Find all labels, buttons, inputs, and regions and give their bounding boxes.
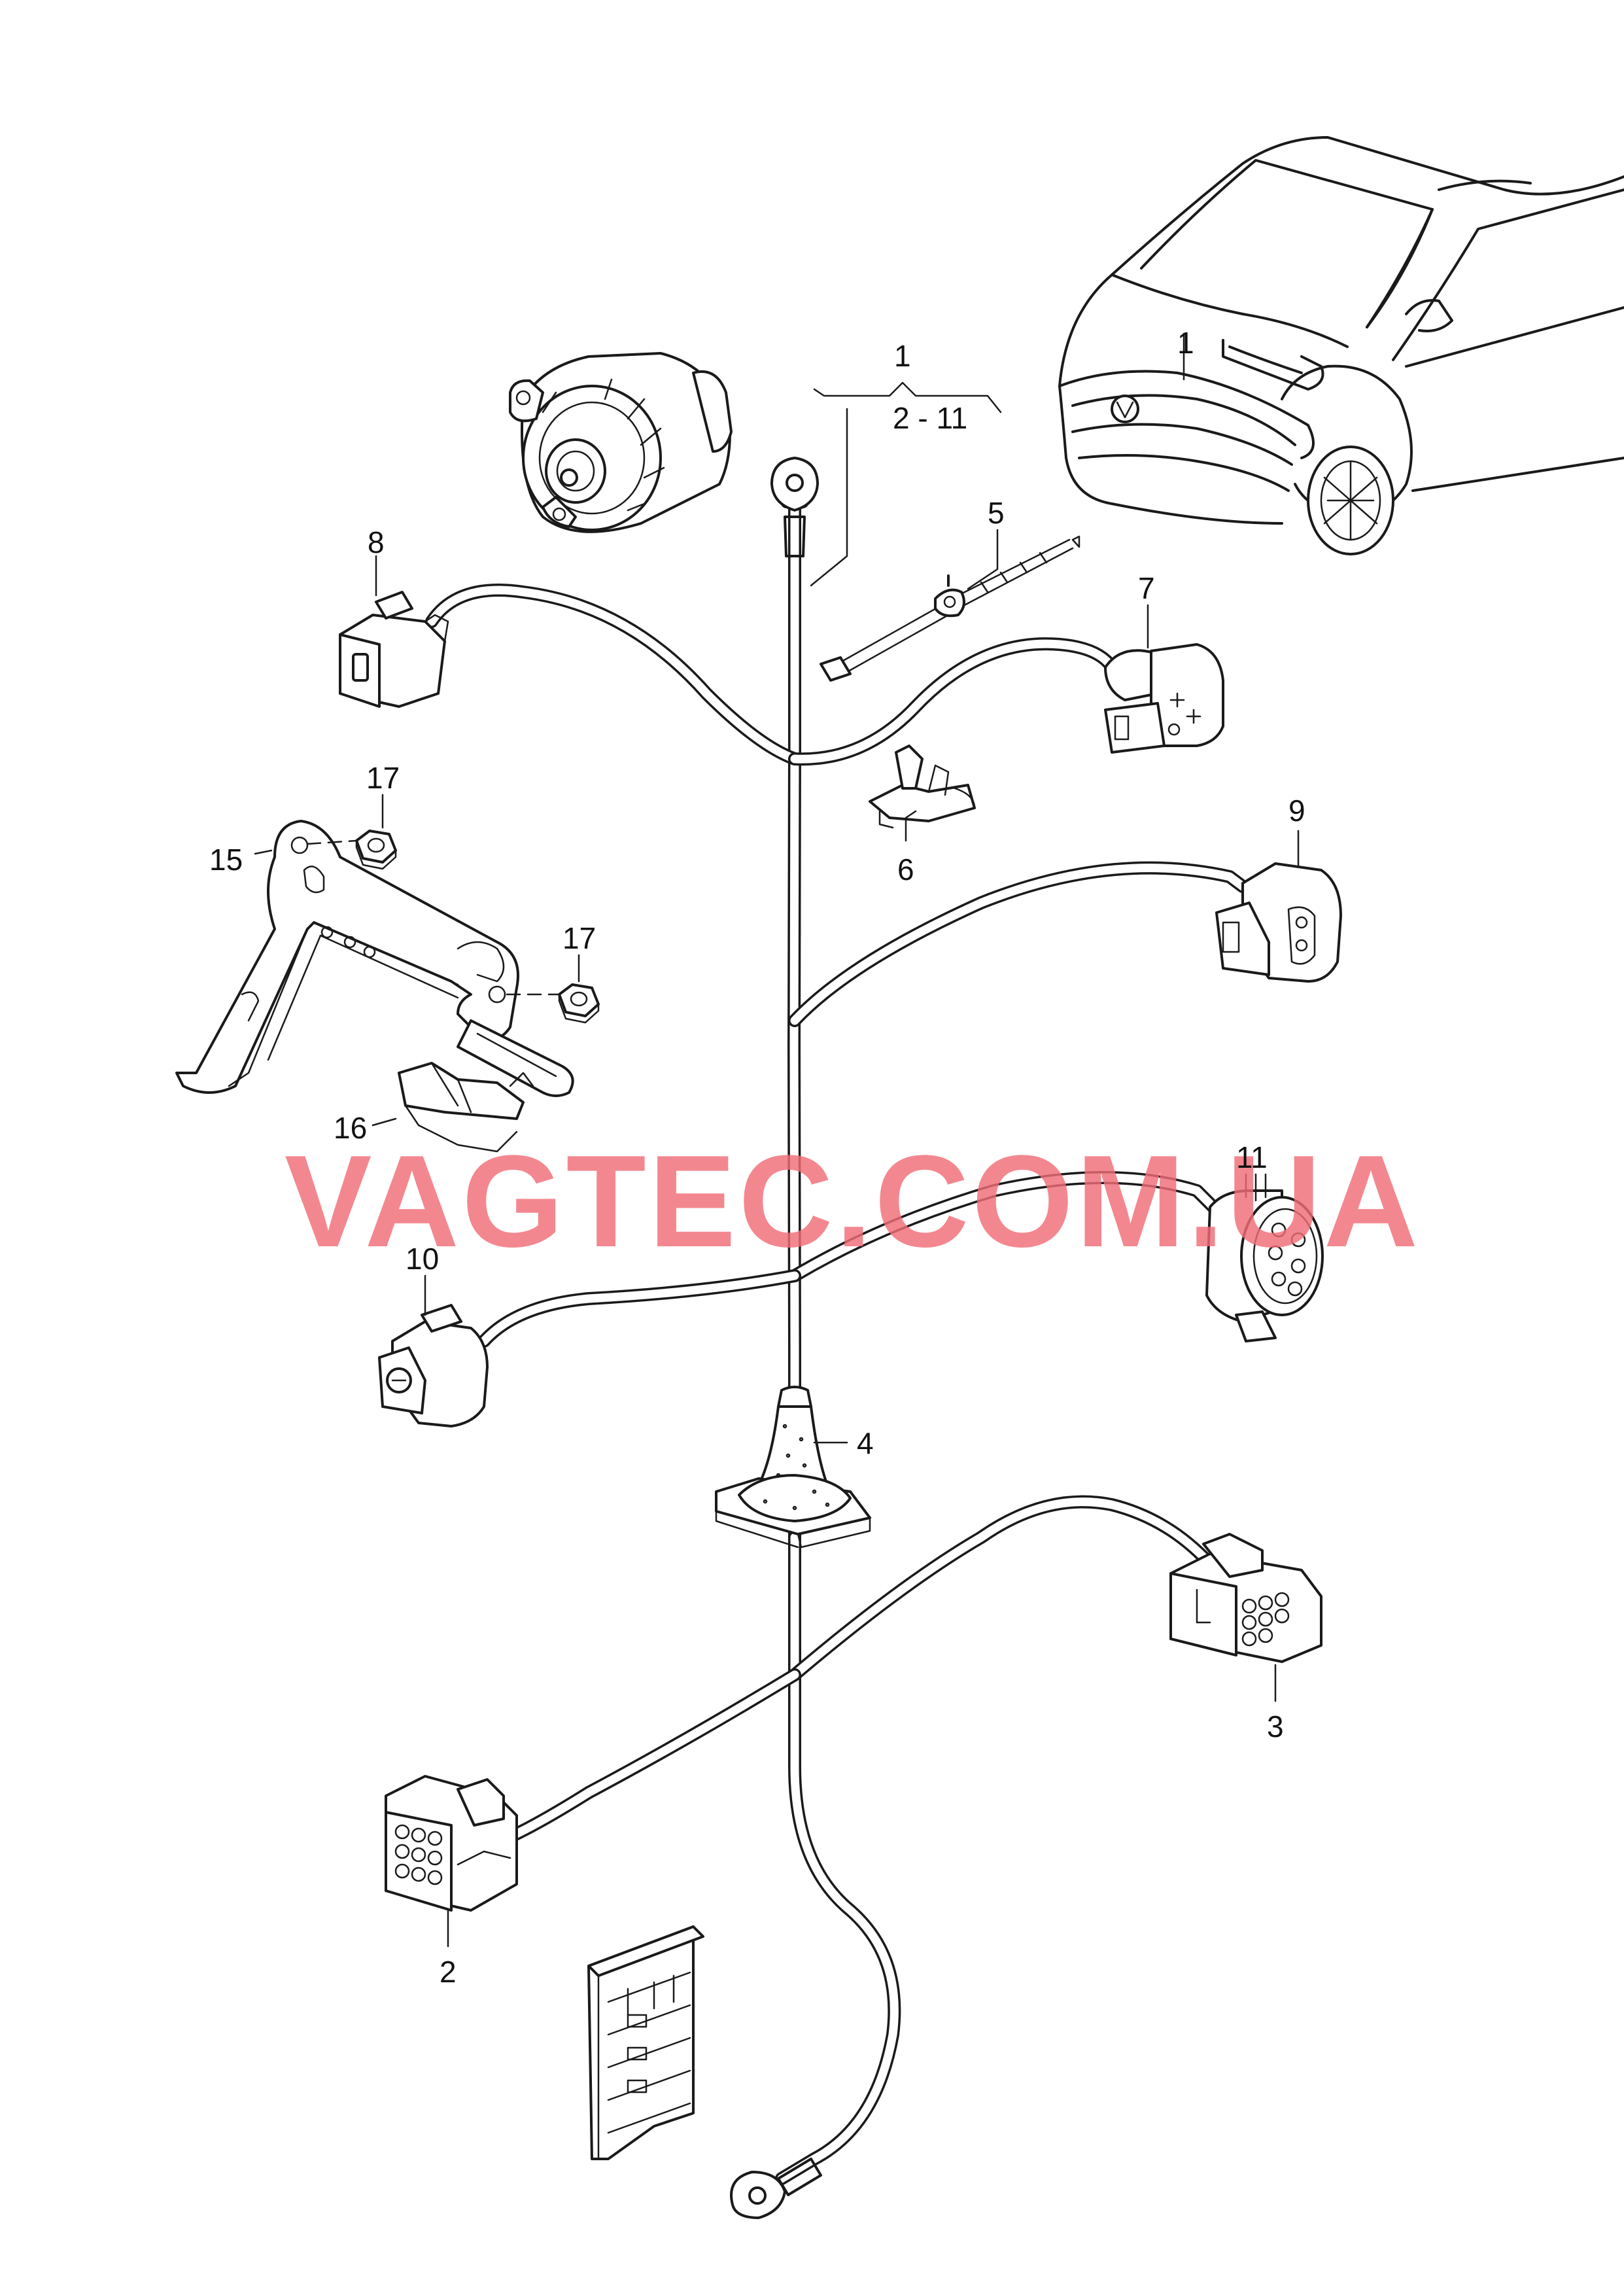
- connector-7: [1104, 643, 1224, 754]
- wiring-harness-cables: [425, 491, 1249, 2185]
- callout-1-top: 1: [894, 339, 911, 373]
- cable-tie-5: [820, 535, 1080, 682]
- clip-16: [398, 1062, 534, 1153]
- callout-7: 7: [1138, 571, 1155, 605]
- connector-2: [385, 1775, 518, 1912]
- callout-1-car: 1: [1177, 326, 1194, 360]
- watermark-text: VAGTEC.COM.UA: [285, 1129, 1421, 1274]
- callout-16: 16: [334, 1111, 367, 1145]
- clip-6: [869, 745, 976, 829]
- ring-terminal-ground: [730, 2158, 822, 2219]
- leader-lines: [254, 332, 1300, 1948]
- callout-6: 6: [897, 852, 914, 886]
- nut-17-upper: [355, 830, 397, 870]
- connector-9: [1215, 862, 1342, 983]
- callout-17-lower: 17: [562, 921, 596, 955]
- callout-3: 3: [1267, 1709, 1284, 1743]
- ring-terminal-top: [770, 457, 819, 557]
- van-illustration: [1058, 136, 1624, 555]
- callout-5: 5: [988, 496, 1005, 530]
- callout-15: 15: [209, 843, 243, 877]
- alternator-illustration: [509, 352, 733, 533]
- callout-2: 2: [440, 1955, 457, 1989]
- connector-10: [378, 1304, 489, 1428]
- nut-17-lower: [558, 983, 600, 1024]
- connector-11: [1205, 1189, 1324, 1342]
- callout-17-upper: 17: [366, 761, 400, 795]
- callout-range: 2 - 11: [893, 401, 967, 435]
- callout-8: 8: [368, 525, 385, 559]
- callout-11: 11: [1236, 1140, 1268, 1174]
- connector-3: [1169, 1533, 1322, 1663]
- holder-bottom: [587, 1925, 704, 2160]
- connector-8: [339, 591, 449, 708]
- bracket-15: [175, 820, 574, 1097]
- callout-4: 4: [857, 1426, 874, 1460]
- callout-10: 10: [406, 1242, 439, 1276]
- callout-9: 9: [1288, 794, 1305, 828]
- grommet-4: [715, 1386, 871, 1549]
- callout-labels: 1 2 - 11 1 5 8 7 17 15 9 6 17 16 11 10 4…: [209, 326, 1305, 1989]
